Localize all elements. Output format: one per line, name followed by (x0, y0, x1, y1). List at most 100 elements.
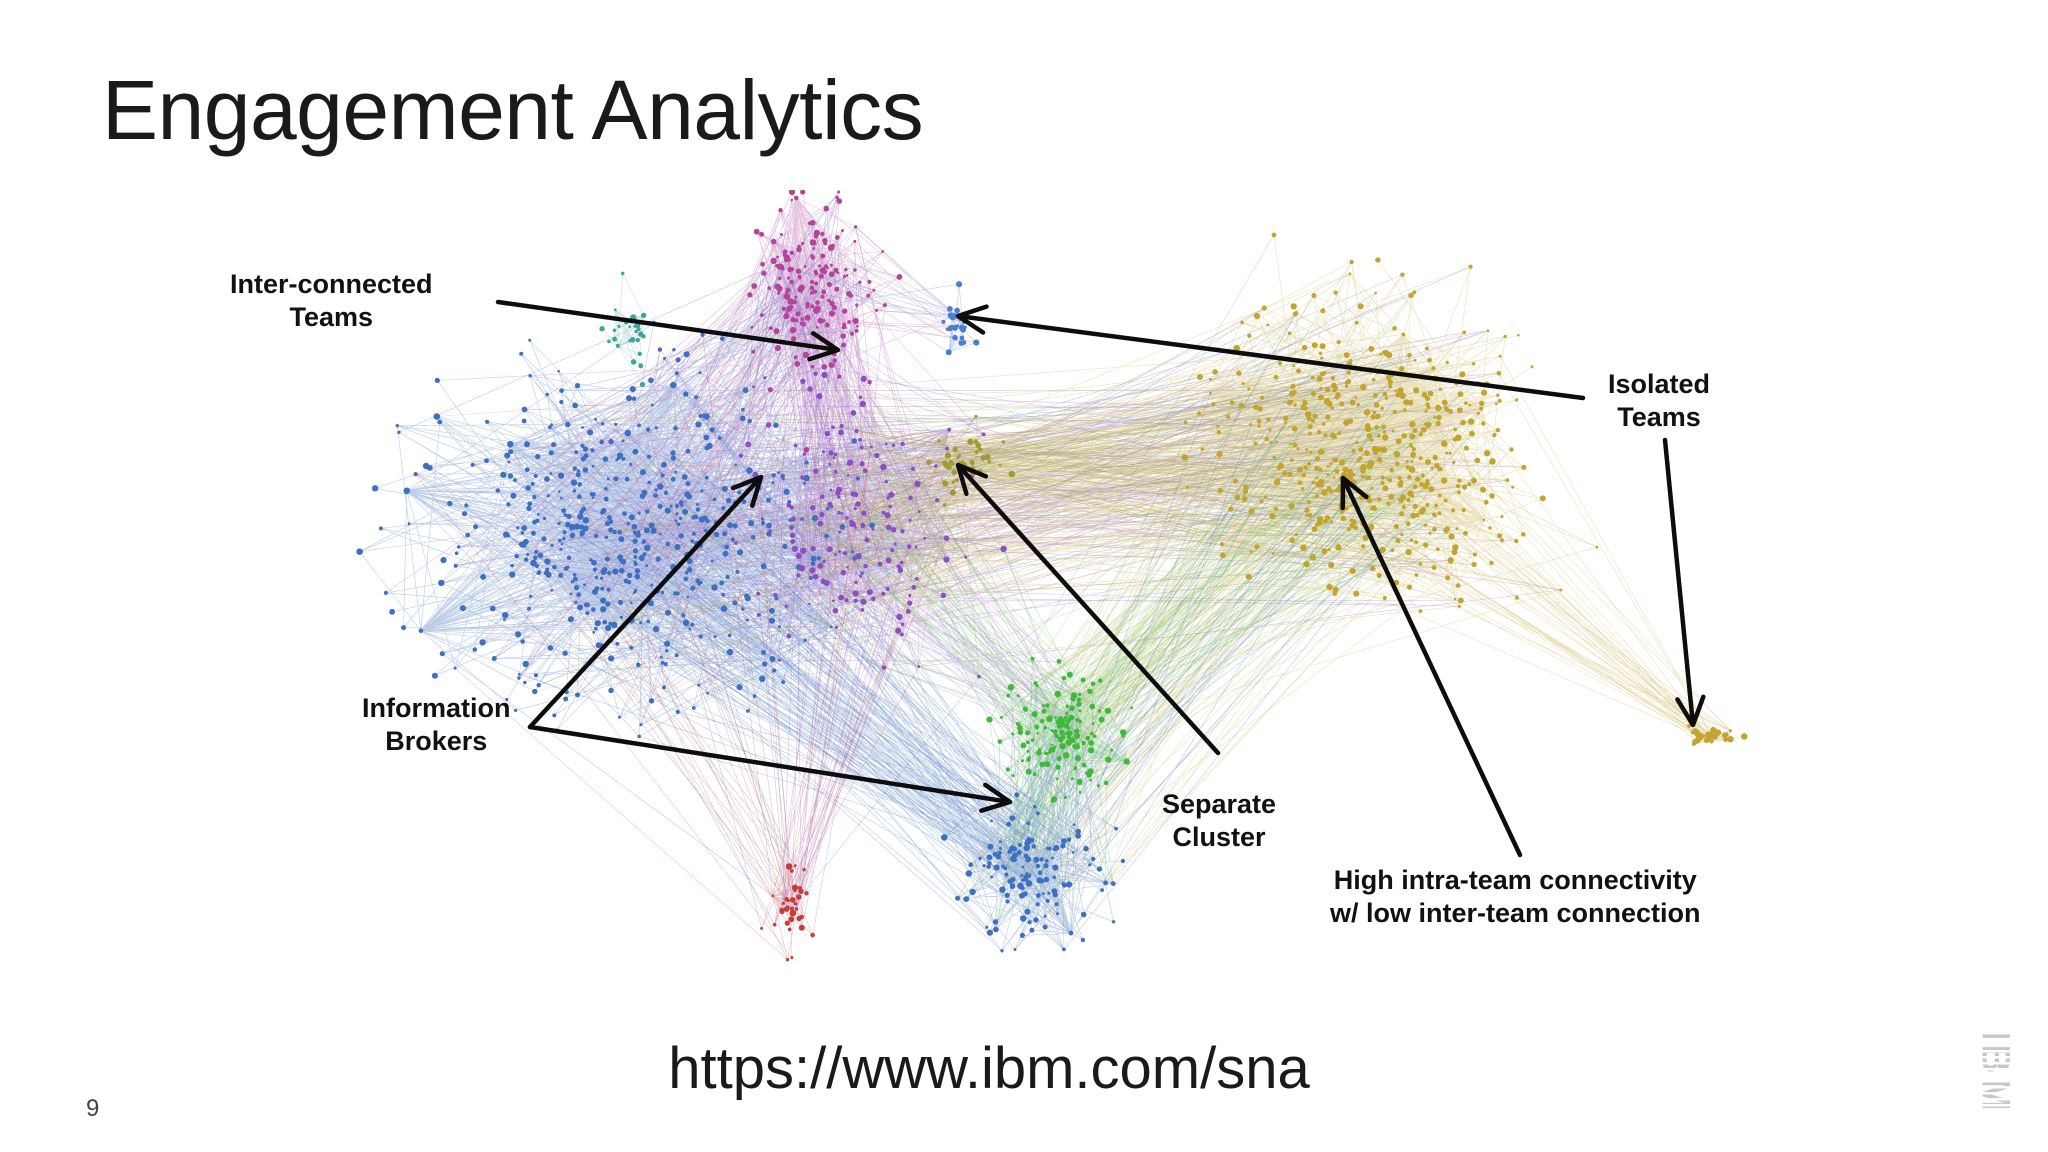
graph-node (585, 602, 590, 607)
graph-node (635, 574, 641, 580)
graph-node (379, 526, 383, 530)
graph-node (690, 586, 695, 591)
graph-node (1368, 346, 1374, 352)
graph-node (1067, 735, 1071, 739)
graph-node (1350, 518, 1354, 522)
graph-node (778, 208, 782, 212)
graph-node (769, 326, 773, 330)
graph-node (1006, 900, 1010, 904)
graph-node (1089, 779, 1092, 782)
graph-node (1036, 750, 1042, 756)
graph-node (692, 706, 696, 710)
graph-node (1489, 493, 1495, 499)
graph-node (683, 620, 689, 626)
graph-node (820, 267, 826, 273)
graph-node (900, 529, 904, 533)
graph-node (1501, 515, 1504, 518)
graph-node (615, 458, 618, 461)
graph-node (1697, 733, 1703, 739)
graph-node (759, 232, 764, 237)
graph-node (813, 270, 817, 274)
graph-node (1402, 505, 1406, 509)
graph-node (1105, 757, 1111, 763)
graph-node (794, 361, 800, 367)
graph-node (751, 326, 754, 329)
graph-node (1315, 523, 1319, 527)
graph-node (1266, 417, 1270, 421)
graph-node (960, 336, 965, 341)
graph-node (1288, 332, 1292, 336)
graph-node (1078, 709, 1081, 712)
graph-node (1334, 291, 1338, 295)
graph-node (1460, 420, 1466, 426)
graph-node (1216, 425, 1219, 428)
graph-node (760, 313, 764, 317)
graph-node (1383, 430, 1386, 433)
graph-node (1247, 334, 1251, 338)
graph-node (600, 598, 606, 604)
graph-node (741, 408, 745, 412)
svg-text:IBM: IBM (1973, 1029, 2017, 1114)
graph-node (1032, 711, 1038, 717)
graph-node (952, 470, 957, 475)
graph-node (1308, 432, 1312, 436)
graph-node (672, 348, 675, 351)
graph-node (1458, 391, 1464, 397)
graph-node (1381, 481, 1385, 485)
graph-node (1317, 430, 1321, 434)
graph-node (1406, 465, 1410, 469)
graph-node (573, 577, 578, 582)
graph-node (567, 555, 572, 560)
graph-node (886, 557, 892, 563)
graph-node (943, 503, 947, 507)
graph-node (1400, 533, 1403, 536)
graph-node (665, 508, 671, 514)
graph-node (584, 453, 589, 458)
graph-node (1498, 399, 1502, 403)
graph-node (1479, 401, 1484, 406)
graph-node (1398, 476, 1402, 480)
graph-node (639, 723, 642, 726)
graph-node (778, 659, 781, 662)
graph-node (600, 587, 604, 591)
graph-node (1379, 353, 1382, 356)
graph-node (1052, 876, 1056, 880)
graph-node (684, 491, 690, 497)
graph-node (1292, 443, 1297, 448)
graph-node (800, 475, 805, 480)
graph-node (557, 522, 560, 525)
graph-node (856, 325, 859, 328)
graph-node (1392, 326, 1397, 331)
graph-node (1439, 467, 1443, 471)
graph-node (754, 229, 760, 235)
graph-node (1385, 397, 1388, 400)
graph-node (1436, 547, 1440, 551)
graph-node (1540, 495, 1546, 501)
graph-node (1295, 311, 1299, 315)
graph-node (1323, 371, 1327, 375)
graph-node (796, 553, 802, 559)
graph-node (1462, 331, 1466, 335)
graph-node (1303, 561, 1309, 567)
graph-node (574, 601, 577, 604)
graph-node (780, 233, 783, 236)
graph-node (372, 485, 378, 491)
graph-node (454, 667, 457, 670)
graph-node (1300, 545, 1307, 552)
graph-node (722, 531, 727, 536)
graph-node (523, 661, 529, 667)
graph-node (896, 564, 900, 568)
graph-node (766, 422, 771, 427)
graph-node (1008, 684, 1014, 690)
source-url[interactable]: https://www.ibm.com/sna (0, 1035, 1978, 1102)
graph-node (670, 505, 673, 508)
graph-node (1521, 465, 1526, 470)
graph-node (673, 426, 678, 431)
graph-node (1434, 503, 1438, 507)
graph-node (1484, 500, 1489, 505)
graph-node (1023, 707, 1028, 712)
graph-node (850, 332, 854, 336)
graph-node (1030, 838, 1035, 843)
graph-node (1028, 756, 1031, 759)
graph-node (751, 535, 756, 540)
